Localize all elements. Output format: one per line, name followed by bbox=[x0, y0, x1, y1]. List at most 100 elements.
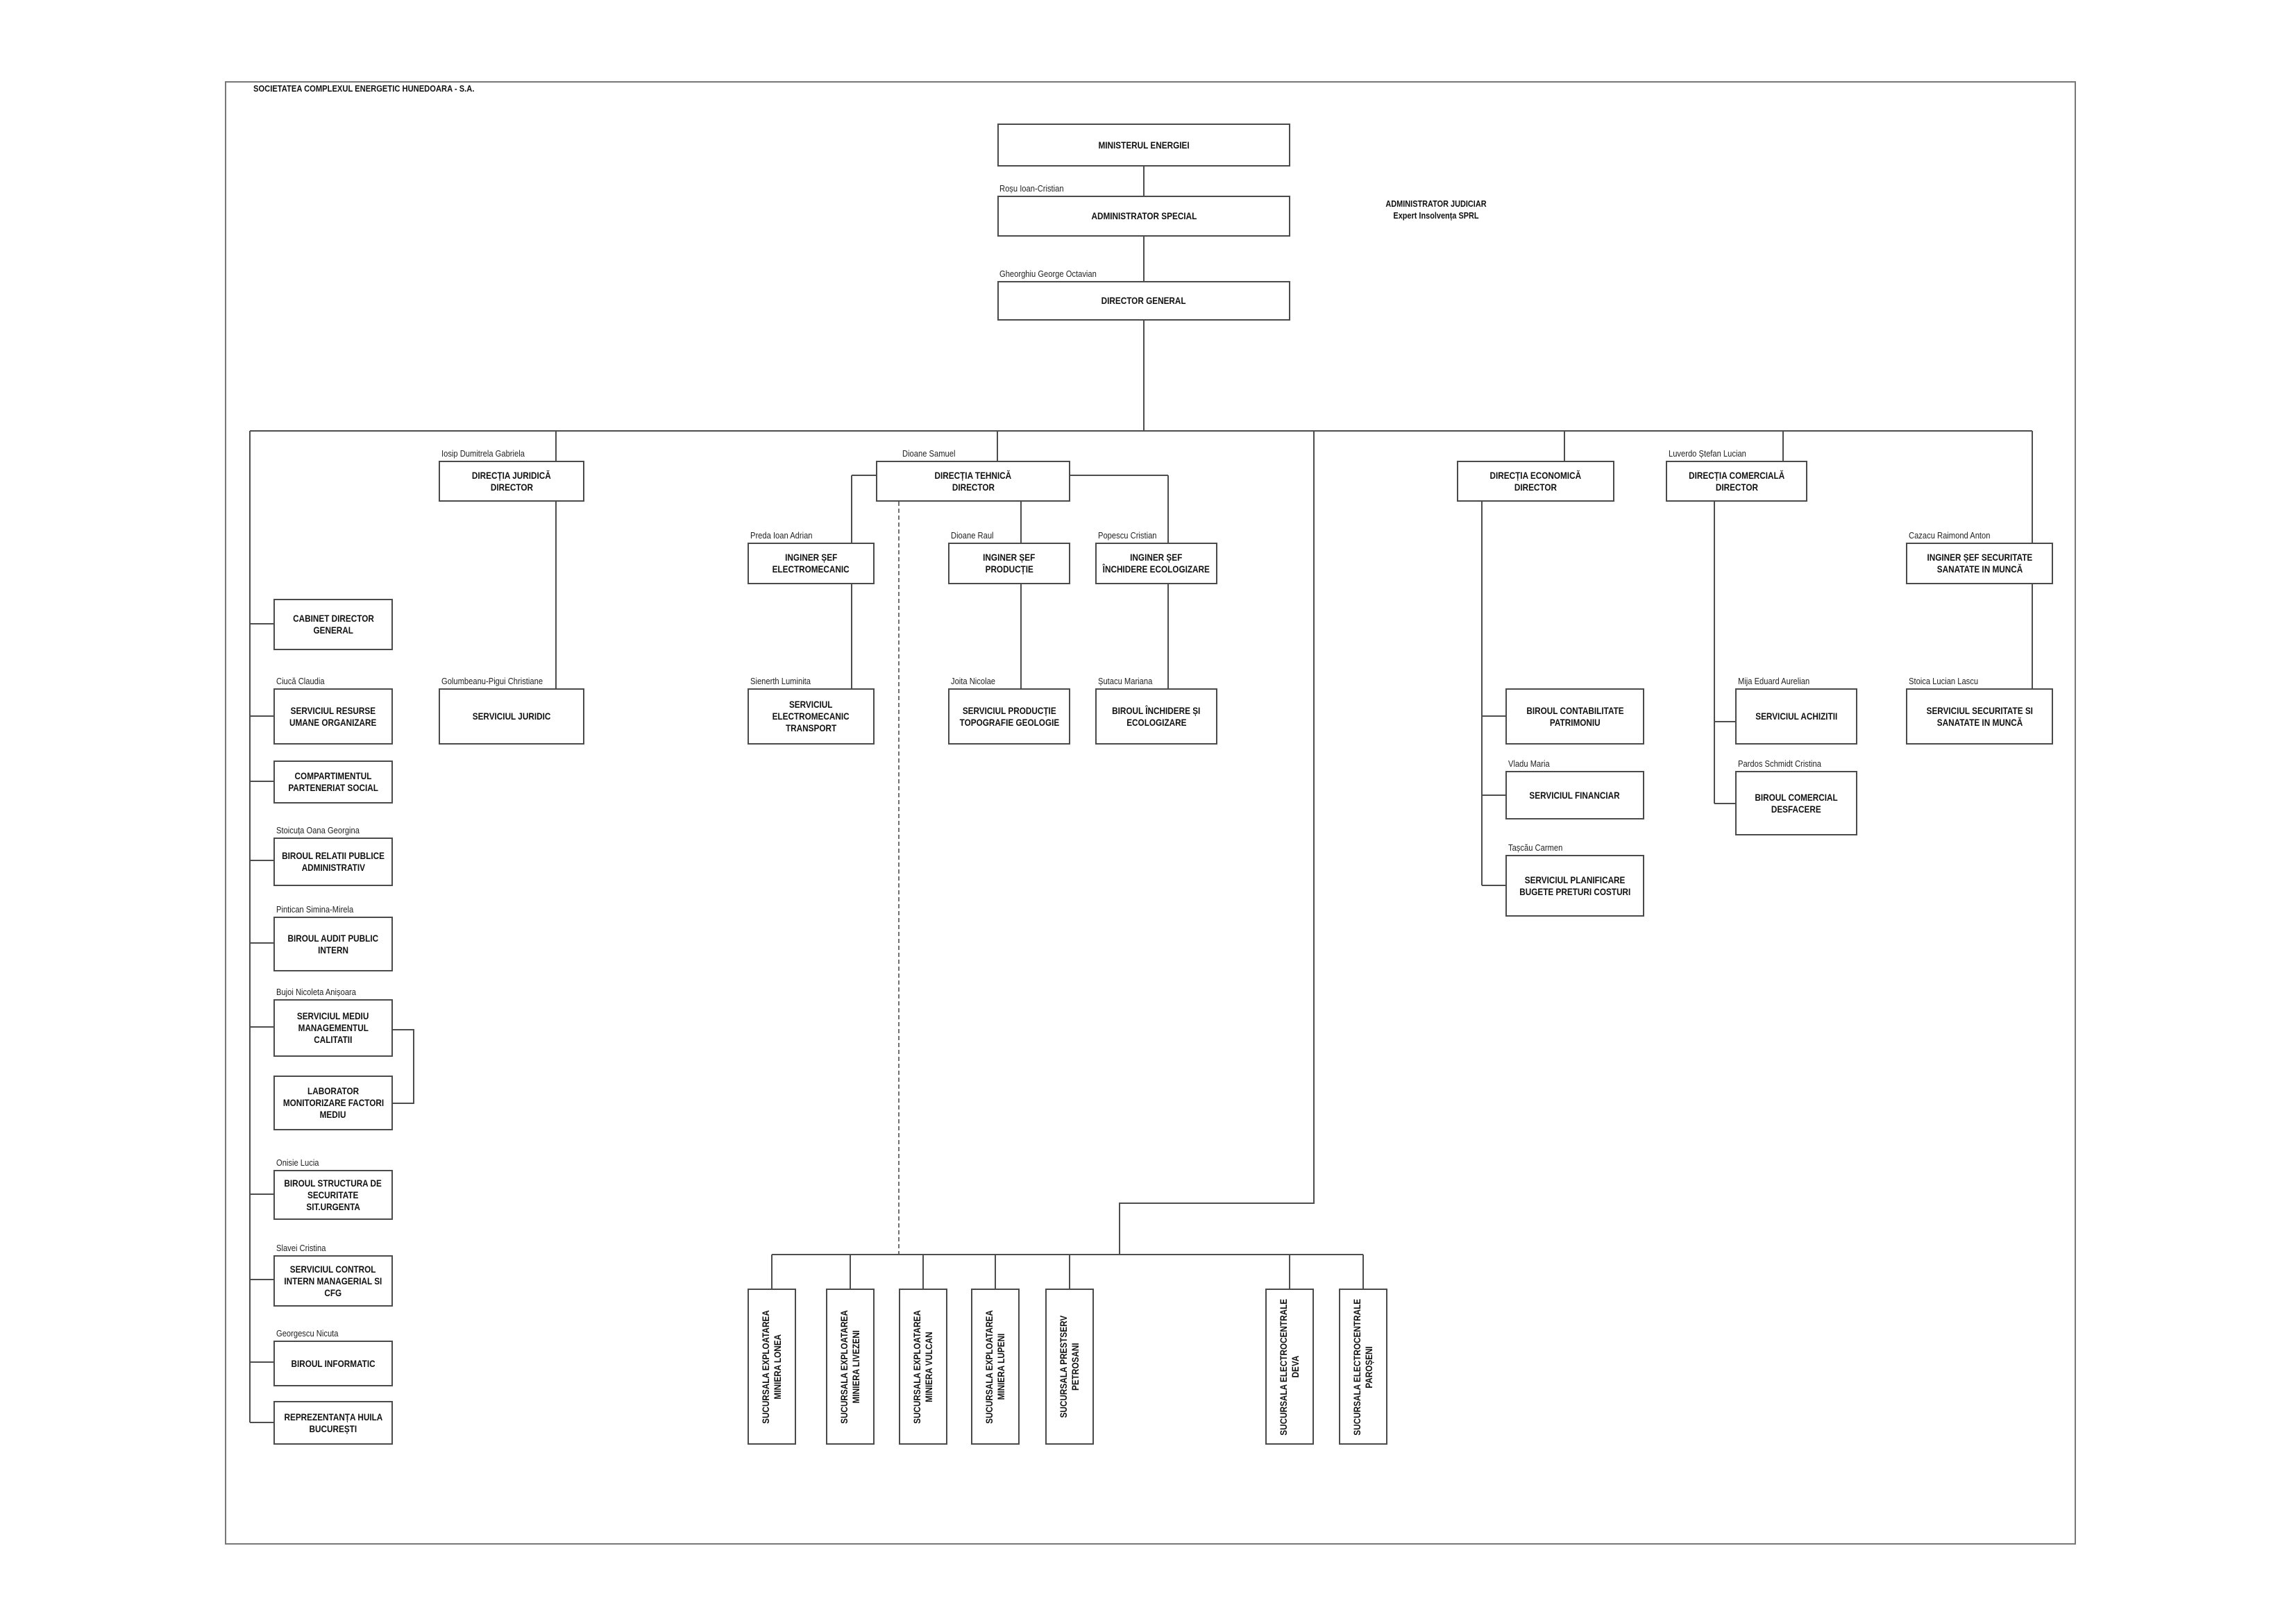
box-text: BIROUL AUDIT PUBLIC bbox=[287, 932, 379, 944]
box-text: MANAGEMENTUL bbox=[298, 1022, 369, 1033]
box-text: DIRECȚIA TEHNICĂ bbox=[934, 469, 1012, 481]
box-text: PATRIMONIU bbox=[1549, 716, 1601, 728]
box-text: SECURITATE bbox=[307, 1189, 359, 1200]
box-biroul-relatii-publice: BIROUL RELATII PUBLICE ADMINISTRATIV bbox=[273, 838, 393, 886]
box-text: SERVICIUL SECURITATE SI bbox=[1926, 704, 2033, 716]
internal-control-head-name: Slavei Cristina bbox=[276, 1243, 326, 1253]
box-text: MINIERA VULCAN bbox=[923, 1331, 934, 1402]
procurement-head-name: Mija Eduard Aurelian bbox=[1738, 676, 1810, 686]
box-inginer-sef-securitate: INGINER ȘEF SECURITATE SANATATE IN MUNCĂ bbox=[1906, 543, 2053, 584]
box-text: INTERN MANAGERIAL SI bbox=[284, 1275, 382, 1286]
box-sucursala-paroseni: SUCURSALA ELECTROCENTRALE PAROȘENI bbox=[1339, 1289, 1387, 1445]
box-text: BIROUL CONTABILITATE bbox=[1526, 704, 1624, 716]
box-biroul-contabilitate: BIROUL CONTABILITATE PATRIMONIU bbox=[1505, 688, 1644, 745]
judicial-administrator-title: ADMINISTRATOR JUDICIAR bbox=[1385, 198, 1487, 209]
box-text: MINIERA LONEA bbox=[772, 1334, 783, 1400]
box-text: SUCURSALA ELECTROCENTRALE bbox=[1278, 1298, 1289, 1435]
box-text: BIROUL ÎNCHIDERE ȘI bbox=[1112, 704, 1201, 716]
box-sucursala-vulcan: SUCURSALA EXPLOATAREA MINIERA VULCAN bbox=[899, 1289, 947, 1445]
sales-office-head-name: Pardos Schmidt Cristina bbox=[1738, 758, 1821, 769]
box-text: SANATATE IN MUNCĂ bbox=[1936, 716, 2023, 728]
box-text: BIROUL INFORMATIC bbox=[291, 1357, 375, 1369]
commercial-director-name: Luverdo Ștefan Lucian bbox=[1669, 448, 1746, 459]
box-serviciul-mediu: SERVICIUL MEDIU MANAGEMENTUL CALITATII bbox=[273, 999, 393, 1057]
box-text: MEDIU bbox=[320, 1109, 346, 1120]
box-biroul-inchidere-ecologizare: BIROUL ÎNCHIDERE ȘI ECOLOGIZARE bbox=[1095, 688, 1217, 745]
box-text: GENERAL bbox=[313, 624, 353, 636]
box-text: MINISTERUL ENERGIEI bbox=[1098, 139, 1190, 151]
box-text: COMPARTIMENTUL bbox=[294, 770, 372, 781]
production-chief-name: Dioane Raul bbox=[951, 530, 994, 541]
box-compartimentul-parteneriat-social: COMPARTIMENTUL PARTENERIAT SOCIAL bbox=[273, 760, 393, 804]
box-text: INGINER ȘEF SECURITATE bbox=[1927, 552, 2032, 563]
box-inginer-sef-productie: INGINER ȘEF PRODUCȚIE bbox=[948, 543, 1070, 584]
box-serviciul-productie-topografie: SERVICIUL PRODUCȚIE TOPOGRAFIE GEOLOGIE bbox=[948, 688, 1070, 745]
box-text: ADMINISTRATIV bbox=[301, 862, 365, 873]
box-text: SERVICIUL CONTROL bbox=[290, 1263, 376, 1275]
box-text: MONITORIZARE FACTORI bbox=[282, 1097, 384, 1108]
box-text: DIRECȚIA ECONOMICĂ bbox=[1489, 469, 1582, 481]
box-text: SIT.URGENTA bbox=[306, 1200, 360, 1212]
box-text: SERVICIUL ACHIZITII bbox=[1755, 711, 1838, 722]
box-text: SERVICIUL RESURSE bbox=[290, 704, 376, 716]
box-directia-tehnica: DIRECȚIA TEHNICĂ DIRECTOR bbox=[876, 461, 1070, 502]
box-text: SUCURSALA EXPLOATAREA bbox=[984, 1309, 995, 1424]
box-sucursala-lupeni: SUCURSALA EXPLOATAREA MINIERA LUPENI bbox=[971, 1289, 1020, 1445]
box-text: BIROUL RELATII PUBLICE bbox=[282, 850, 385, 861]
electromechanical-chief-name: Preda Ioan Adrian bbox=[750, 530, 813, 541]
box-text: DESFACERE bbox=[1771, 803, 1821, 815]
box-serviciul-planificare: SERVICIUL PLANIFICARE BUGETE PRETURI COS… bbox=[1505, 855, 1644, 917]
box-text: SERVICIUL MEDIU bbox=[297, 1010, 369, 1021]
box-text: CALITATII bbox=[314, 1034, 353, 1045]
box-text: ELECTROMECANIC bbox=[772, 711, 850, 722]
box-text: TOPOGRAFIE GEOLOGIE bbox=[959, 716, 1059, 728]
box-text: TRANSPORT bbox=[785, 722, 837, 733]
rotated-text: SUCURSALA EXPLOATAREA MINIERA LUPENI bbox=[972, 1290, 1018, 1443]
box-serviciul-financiar: SERVICIUL FINANCIAR bbox=[1505, 771, 1644, 819]
box-text: DIRECTOR bbox=[952, 481, 995, 493]
box-text: INTERN bbox=[318, 944, 348, 955]
box-text: BIROUL COMERCIAL bbox=[1755, 791, 1838, 803]
box-serviciul-achizitii: SERVICIUL ACHIZITII bbox=[1735, 688, 1857, 745]
box-text: SERVICIUL PLANIFICARE bbox=[1524, 874, 1626, 885]
special-administrator-name: Roșu Ioan-Cristian bbox=[999, 183, 1064, 194]
box-text: SUCURSALA EXPLOATAREA bbox=[911, 1309, 922, 1424]
box-text: SUCURSALA EXPLOATAREA bbox=[838, 1309, 850, 1424]
box-sucursala-deva: SUCURSALA ELECTROCENTRALE DEVA bbox=[1265, 1289, 1314, 1445]
box-serviciul-resurse-umane: SERVICIUL RESURSE UMANE ORGANIZARE bbox=[273, 688, 393, 745]
judicial-administrator-firm: Expert Insolvența SPRL bbox=[1393, 210, 1479, 221]
environment-service-head-name: Bujoi Nicoleta Anișoara bbox=[276, 987, 356, 997]
general-director-name: Gheorghiu George Octavian bbox=[999, 269, 1097, 279]
box-directia-economica: DIRECȚIA ECONOMICĂ DIRECTOR bbox=[1457, 461, 1614, 502]
box-laborator-monitorizare: LABORATOR MONITORIZARE FACTORI MEDIU bbox=[273, 1076, 393, 1130]
box-text: UMANE ORGANIZARE bbox=[289, 716, 377, 728]
box-text: BUCUREȘTI bbox=[309, 1422, 357, 1434]
box-text: SERVICIUL bbox=[789, 699, 833, 710]
box-text: ÎNCHIDERE ECOLOGIZARE bbox=[1102, 563, 1210, 575]
box-serviciul-juridic: SERVICIUL JURIDIC bbox=[439, 688, 584, 745]
box-text: DIRECTOR bbox=[490, 481, 533, 493]
box-ministerul-energiei: MINISTERUL ENERGIEI bbox=[997, 124, 1290, 167]
box-text: LABORATOR bbox=[307, 1085, 360, 1096]
hr-service-head-name: Ciucă Claudia bbox=[276, 676, 325, 686]
box-text: ECOLOGIZARE bbox=[1126, 716, 1187, 728]
audit-head-name: Pintican Simina-Mirela bbox=[276, 904, 354, 915]
box-text: PARTENERIAT SOCIAL bbox=[288, 782, 378, 793]
box-text: DEVA bbox=[1290, 1355, 1301, 1378]
closure-office-head-name: Șutacu Mariana bbox=[1098, 676, 1153, 686]
it-office-head-name: Georgescu Nicuta bbox=[276, 1328, 339, 1339]
box-sucursala-livezeni: SUCURSALA EXPLOATAREA MINIERA LIVEZENI bbox=[826, 1289, 875, 1445]
company-title: SOCIETATEA COMPLEXUL ENERGETIC HUNEDOARA… bbox=[253, 83, 475, 94]
box-text: PAROȘENI bbox=[1363, 1345, 1374, 1388]
box-text: CABINET DIRECTOR bbox=[292, 613, 374, 624]
box-text: SERVICIUL PRODUCȚIE bbox=[962, 704, 1056, 716]
box-text: SANATATE IN MUNCĂ bbox=[1936, 563, 2023, 575]
box-text: SUCURSALA EXPLOATAREA bbox=[760, 1309, 771, 1424]
box-text: CFG bbox=[324, 1286, 342, 1298]
production-service-head-name: Joita Nicolae bbox=[951, 676, 996, 686]
box-text: ELECTROMECANIC bbox=[772, 563, 850, 575]
emergency-office-head-name: Onisie Lucia bbox=[276, 1157, 319, 1168]
box-administrator-special: ADMINISTRATOR SPECIAL bbox=[997, 196, 1290, 237]
legal-director-name: Iosip Dumitrela Gabriela bbox=[441, 448, 525, 459]
box-text: ADMINISTRATOR SPECIAL bbox=[1091, 210, 1197, 221]
